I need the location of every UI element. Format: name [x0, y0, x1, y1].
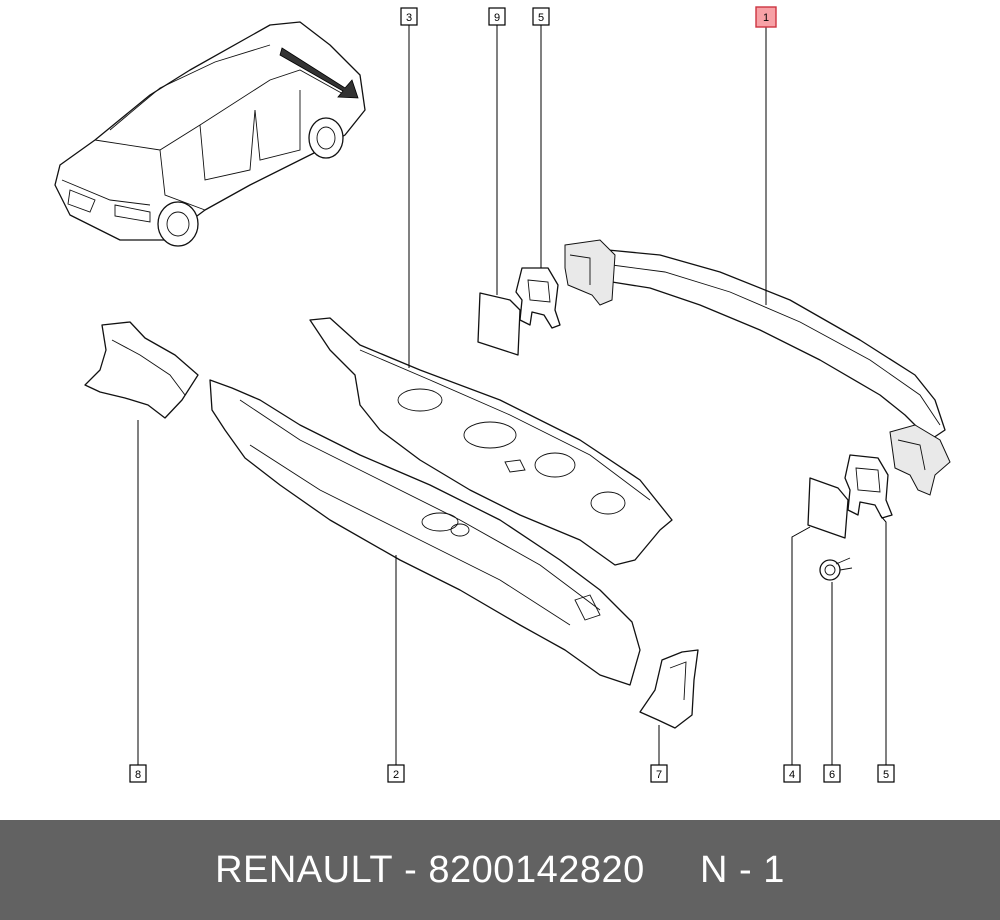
part-number: 8200142820 — [428, 848, 645, 891]
part-7-bracket — [639, 649, 699, 729]
callout-7: 7 — [650, 764, 668, 783]
callout-2-label: 2 — [393, 769, 399, 781]
callout-5-top-label: 5 — [538, 12, 544, 24]
brand-name: RENAULT — [215, 848, 394, 891]
callout-5-top: 5 — [532, 7, 550, 26]
part-5-bracket-top — [515, 267, 561, 329]
part-4-plate — [807, 477, 849, 539]
callout-1-label: 1 — [763, 12, 769, 24]
car-overview-illustration — [54, 21, 366, 247]
part-1-bumper-reinforcement — [564, 239, 951, 496]
callout-5-bottom-label: 5 — [883, 769, 889, 781]
callout-8: 8 — [129, 764, 147, 783]
parts-diagram: 3 9 5 1 8 2 7 4 6 5 — [54, 6, 951, 783]
part-8-corner-piece — [84, 321, 199, 419]
part-info-footer: RENAULT - 8200142820 N - 1 — [0, 820, 1000, 920]
part-3-rear-panel — [309, 317, 673, 566]
callout-3-label: 3 — [406, 12, 412, 24]
part-6-clip — [819, 557, 853, 581]
callout-7-label: 7 — [656, 769, 662, 781]
callout-8-label: 8 — [135, 769, 141, 781]
callout-5-bottom: 5 — [877, 764, 895, 783]
part-2-cross-member — [209, 379, 641, 686]
callout-9-label: 9 — [494, 12, 500, 24]
position-label: N - 1 — [700, 848, 785, 891]
callout-4: 4 — [783, 764, 801, 783]
callout-4-label: 4 — [789, 769, 795, 781]
part-9-plate — [477, 292, 521, 356]
callout-3: 3 — [400, 7, 418, 26]
callout-1-highlighted: 1 — [755, 6, 777, 28]
leader-lines — [137, 25, 887, 765]
callout-6: 6 — [823, 764, 841, 783]
footer-separator: - — [393, 848, 429, 891]
footer-spacer — [645, 849, 700, 892]
callout-6-label: 6 — [829, 769, 835, 781]
callout-9: 9 — [488, 7, 506, 26]
callout-2: 2 — [387, 764, 405, 783]
part-5-bracket-bottom — [844, 454, 893, 519]
